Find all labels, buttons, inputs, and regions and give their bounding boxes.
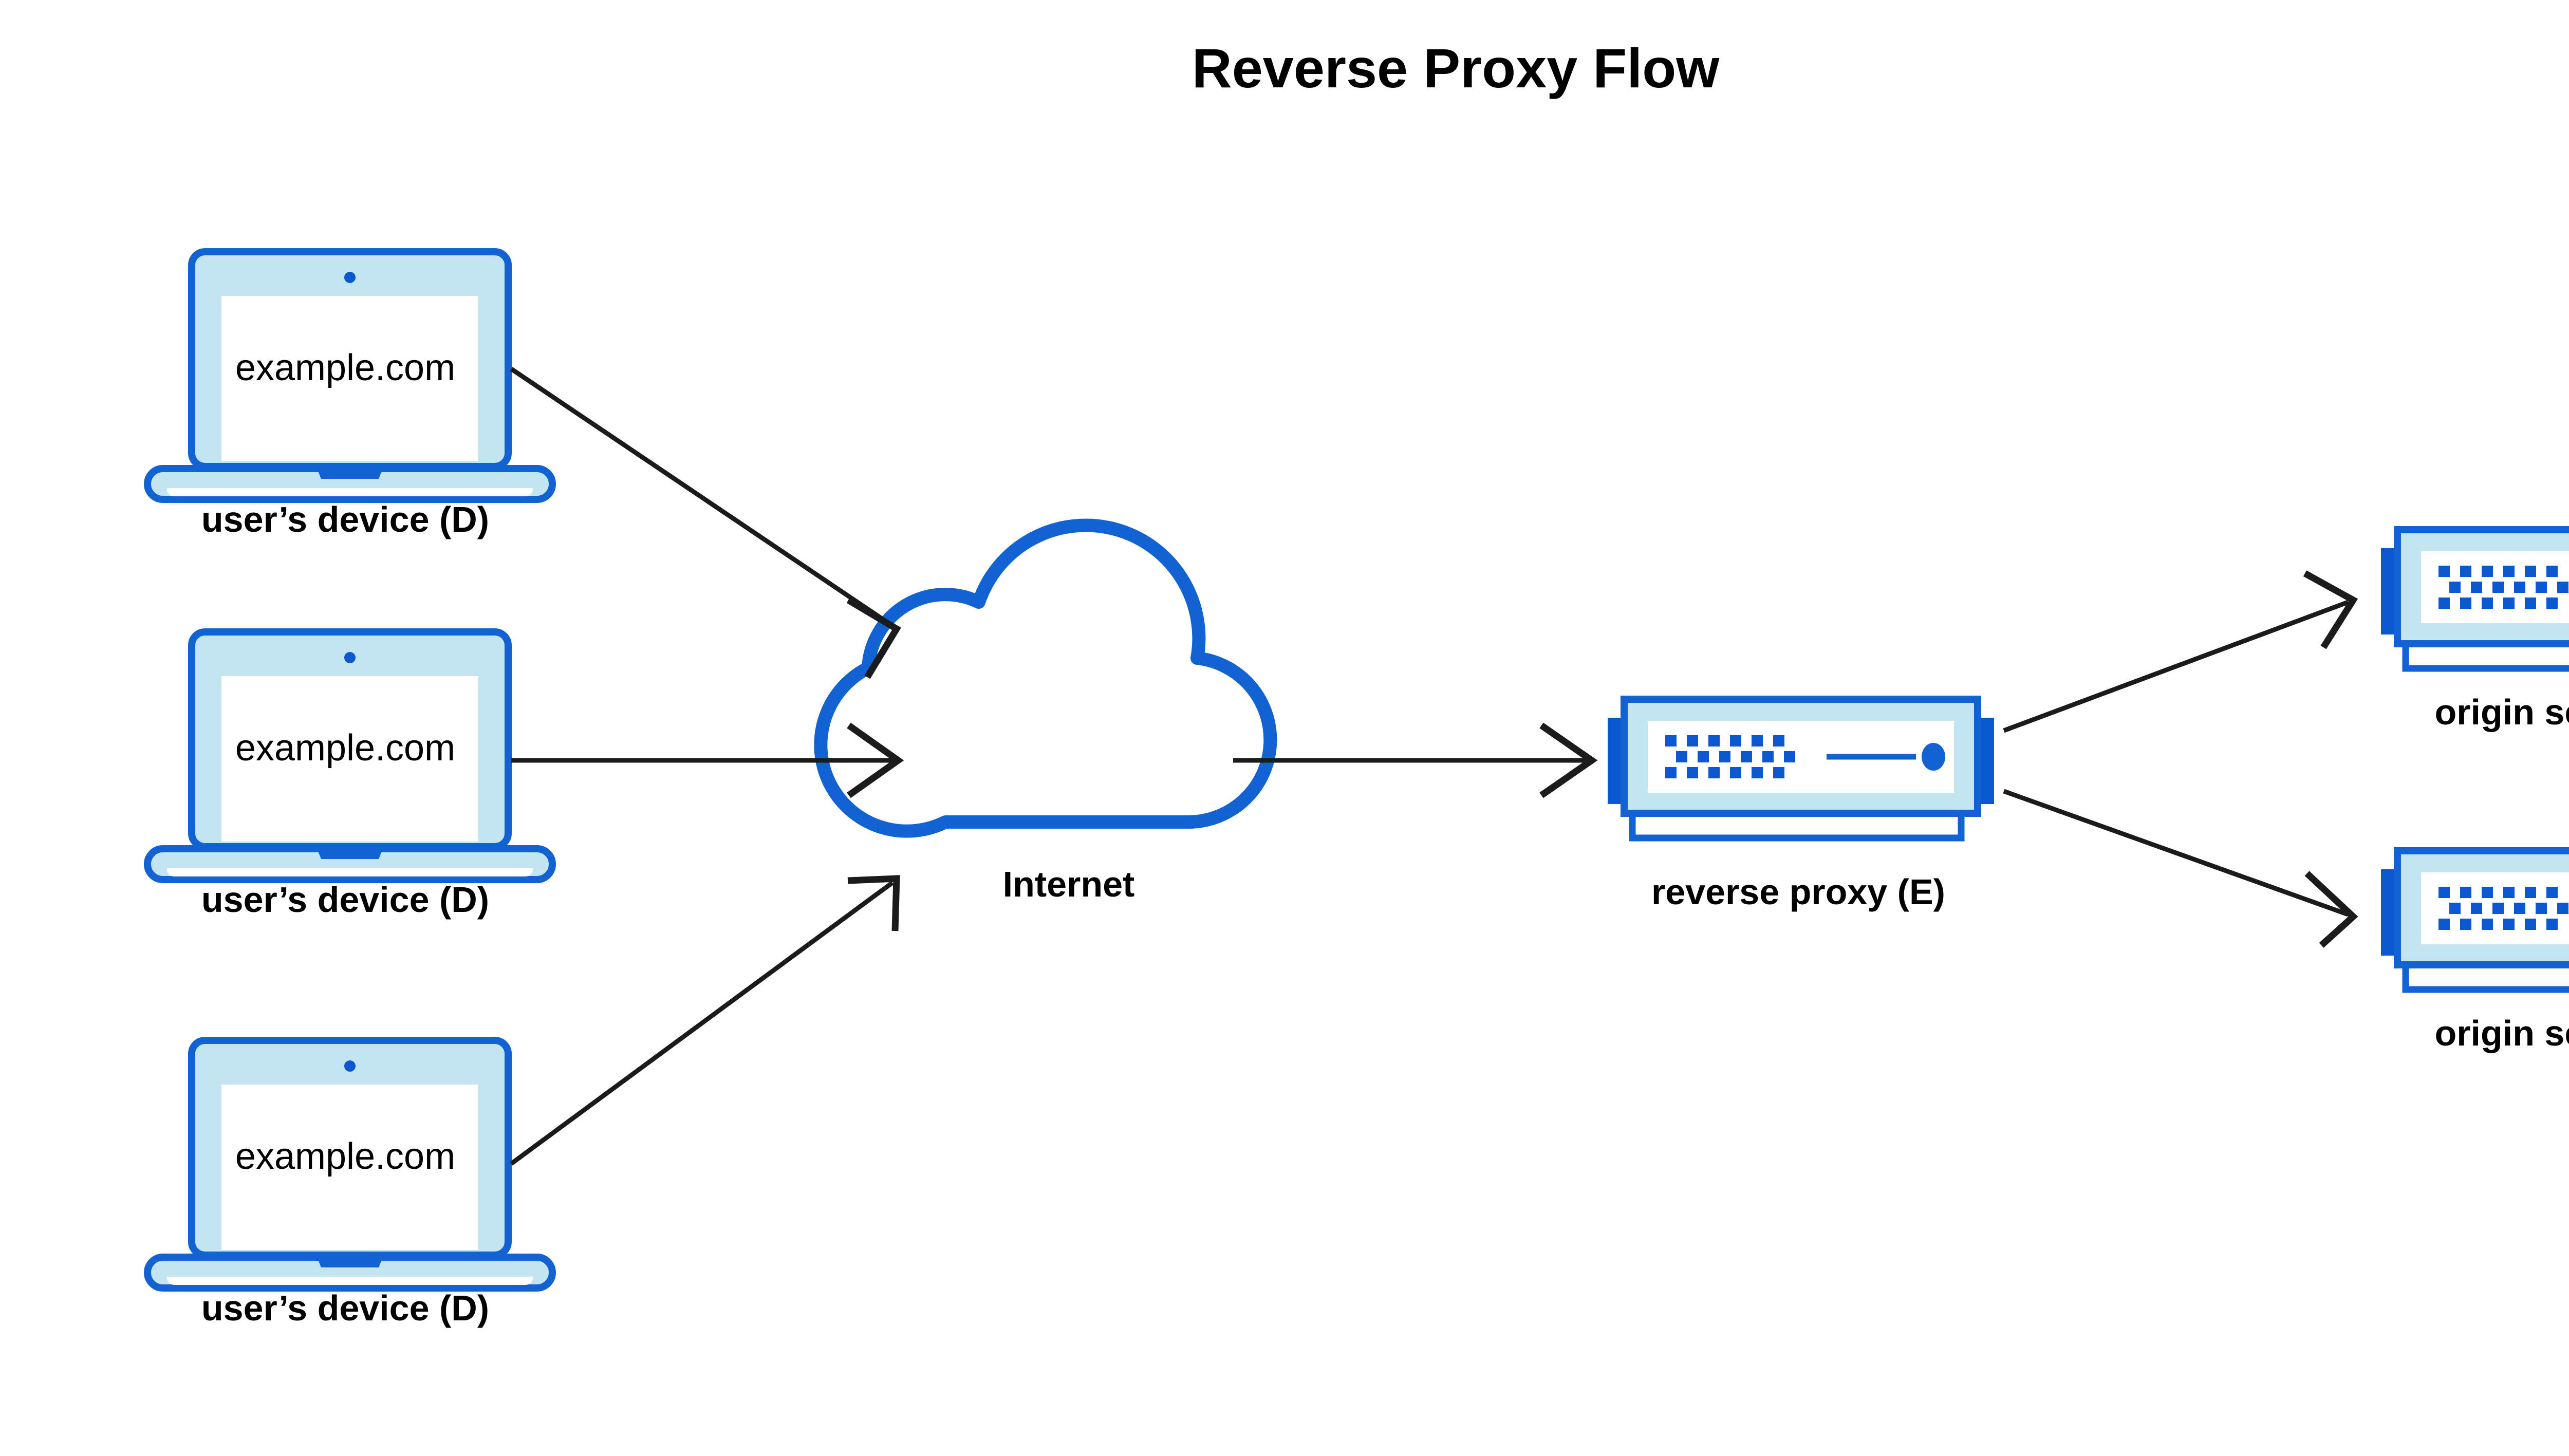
arrow-internet-to-proxy	[1233, 722, 1598, 798]
client-3-screen-text: example.com	[235, 1136, 455, 1177]
client-device-3[interactable]: example.com user’s device (D)	[147, 1040, 552, 1328]
server-icon	[1608, 699, 1994, 838]
client-1-screen-text: example.com	[235, 347, 455, 388]
server-icon	[2381, 851, 2569, 990]
arrow-proxy-to-origin2	[2003, 789, 2358, 948]
page-title: Reverse Proxy Flow	[1192, 37, 1720, 99]
client-device-2[interactable]: example.com user’s device (D)	[147, 632, 552, 920]
cloud-icon	[814, 518, 1277, 838]
arrow-client1-to-internet	[510, 367, 901, 679]
origin-server-2-label: origin server (F)	[2435, 1013, 2569, 1053]
internet-node[interactable]: Internet	[814, 518, 1277, 904]
origin-server-1-label: origin server (F)	[2435, 692, 2569, 732]
internet-label: Internet	[1003, 864, 1135, 904]
client-2-label: user’s device (D)	[201, 880, 489, 920]
client-2-screen-text: example.com	[235, 727, 455, 769]
origin-server-2[interactable]: origin server (F)	[2381, 851, 2569, 1053]
arrow-proxy-to-origin1	[2003, 570, 2358, 733]
client-3-label: user’s device (D)	[201, 1288, 489, 1328]
origin-server-1[interactable]: origin server (F)	[2381, 530, 2569, 732]
arrow-client3-to-internet	[510, 875, 900, 1166]
client-device-1[interactable]: example.com user’s device (D)	[147, 252, 552, 539]
server-icon	[2381, 530, 2569, 668]
reverse-proxy-label: reverse proxy (E)	[1651, 872, 1945, 912]
reverse-proxy-node[interactable]: reverse proxy (E)	[1608, 699, 1994, 912]
client-1-label: user’s device (D)	[201, 499, 489, 539]
arrow-client2-to-internet	[511, 722, 904, 798]
